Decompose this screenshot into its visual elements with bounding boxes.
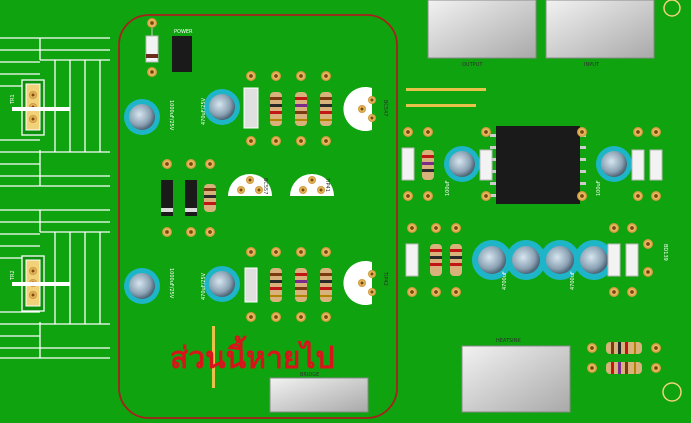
c1-label: 1000uF/25V xyxy=(168,100,174,131)
input-module xyxy=(545,0,655,59)
capacitor-c3: 1000uF/25V xyxy=(124,268,174,304)
power-transistor-2: TR2 xyxy=(10,259,70,307)
diode-top xyxy=(145,18,159,77)
main-ic xyxy=(490,126,586,204)
output-module xyxy=(427,0,537,59)
trace-bottom xyxy=(212,326,215,388)
missing-section-annotation: ส่วนนี้หายไป xyxy=(170,335,335,376)
output-label: OUTPUT xyxy=(462,62,483,68)
q5-label: BD139 xyxy=(662,244,668,261)
transistor-q4: TIP42 xyxy=(343,261,388,305)
transistor-q2: BC557 xyxy=(228,174,272,196)
c7-label: 4700uF xyxy=(502,271,508,290)
input-label: INPUT xyxy=(584,62,600,68)
bridge-label: BRIDGE xyxy=(300,372,319,378)
capacitor-c1: 1000uF/25V xyxy=(124,99,174,135)
power-transistor-1: TR1 xyxy=(10,83,70,131)
c2-label: 470uF/25V xyxy=(201,97,207,125)
c8-label: 4700uF xyxy=(570,271,576,290)
q1-label: BC547 xyxy=(382,100,388,116)
c5-label: 100uF xyxy=(445,180,451,196)
power-label: POWER xyxy=(174,29,193,35)
resistor-row-bottom xyxy=(244,247,332,322)
capacitor-c2: 470uF/25V xyxy=(201,89,240,125)
diode-row-middle xyxy=(161,159,216,237)
heatsink-bottom-right xyxy=(461,345,571,413)
power-regulator: POWER xyxy=(172,29,193,72)
tr1-label: TR1 xyxy=(10,94,16,105)
transistor-q3: TIP41 xyxy=(290,174,334,196)
filter-capacitor-row: 4700uF 4700uF xyxy=(405,223,653,297)
mounting-hole-top xyxy=(663,0,681,17)
resistor-row-top xyxy=(243,71,332,146)
capacitor-c4: 470uF/25V xyxy=(201,266,240,302)
q3-label: TIP41 xyxy=(324,177,330,192)
c4-label: 470uF/25V xyxy=(201,272,207,300)
missing-section-outline xyxy=(118,14,398,419)
right-components-top: 100uF 100uF xyxy=(401,127,663,201)
gold-traces xyxy=(406,88,486,107)
q2-label: BC557 xyxy=(262,178,268,194)
c6-label: 100uF xyxy=(596,180,602,196)
hs-label: HEATSINK xyxy=(496,338,521,344)
mounting-hole-bottom xyxy=(662,382,682,402)
q4-label: TIP42 xyxy=(382,271,388,286)
c3-label: 1000uF/25V xyxy=(168,268,174,299)
heatsink-bottom-small xyxy=(269,377,369,413)
transistor-q1: BC547 xyxy=(343,87,388,131)
resistor-pair-bottom-right xyxy=(587,342,661,374)
tr2-label: TR2 xyxy=(10,270,16,281)
